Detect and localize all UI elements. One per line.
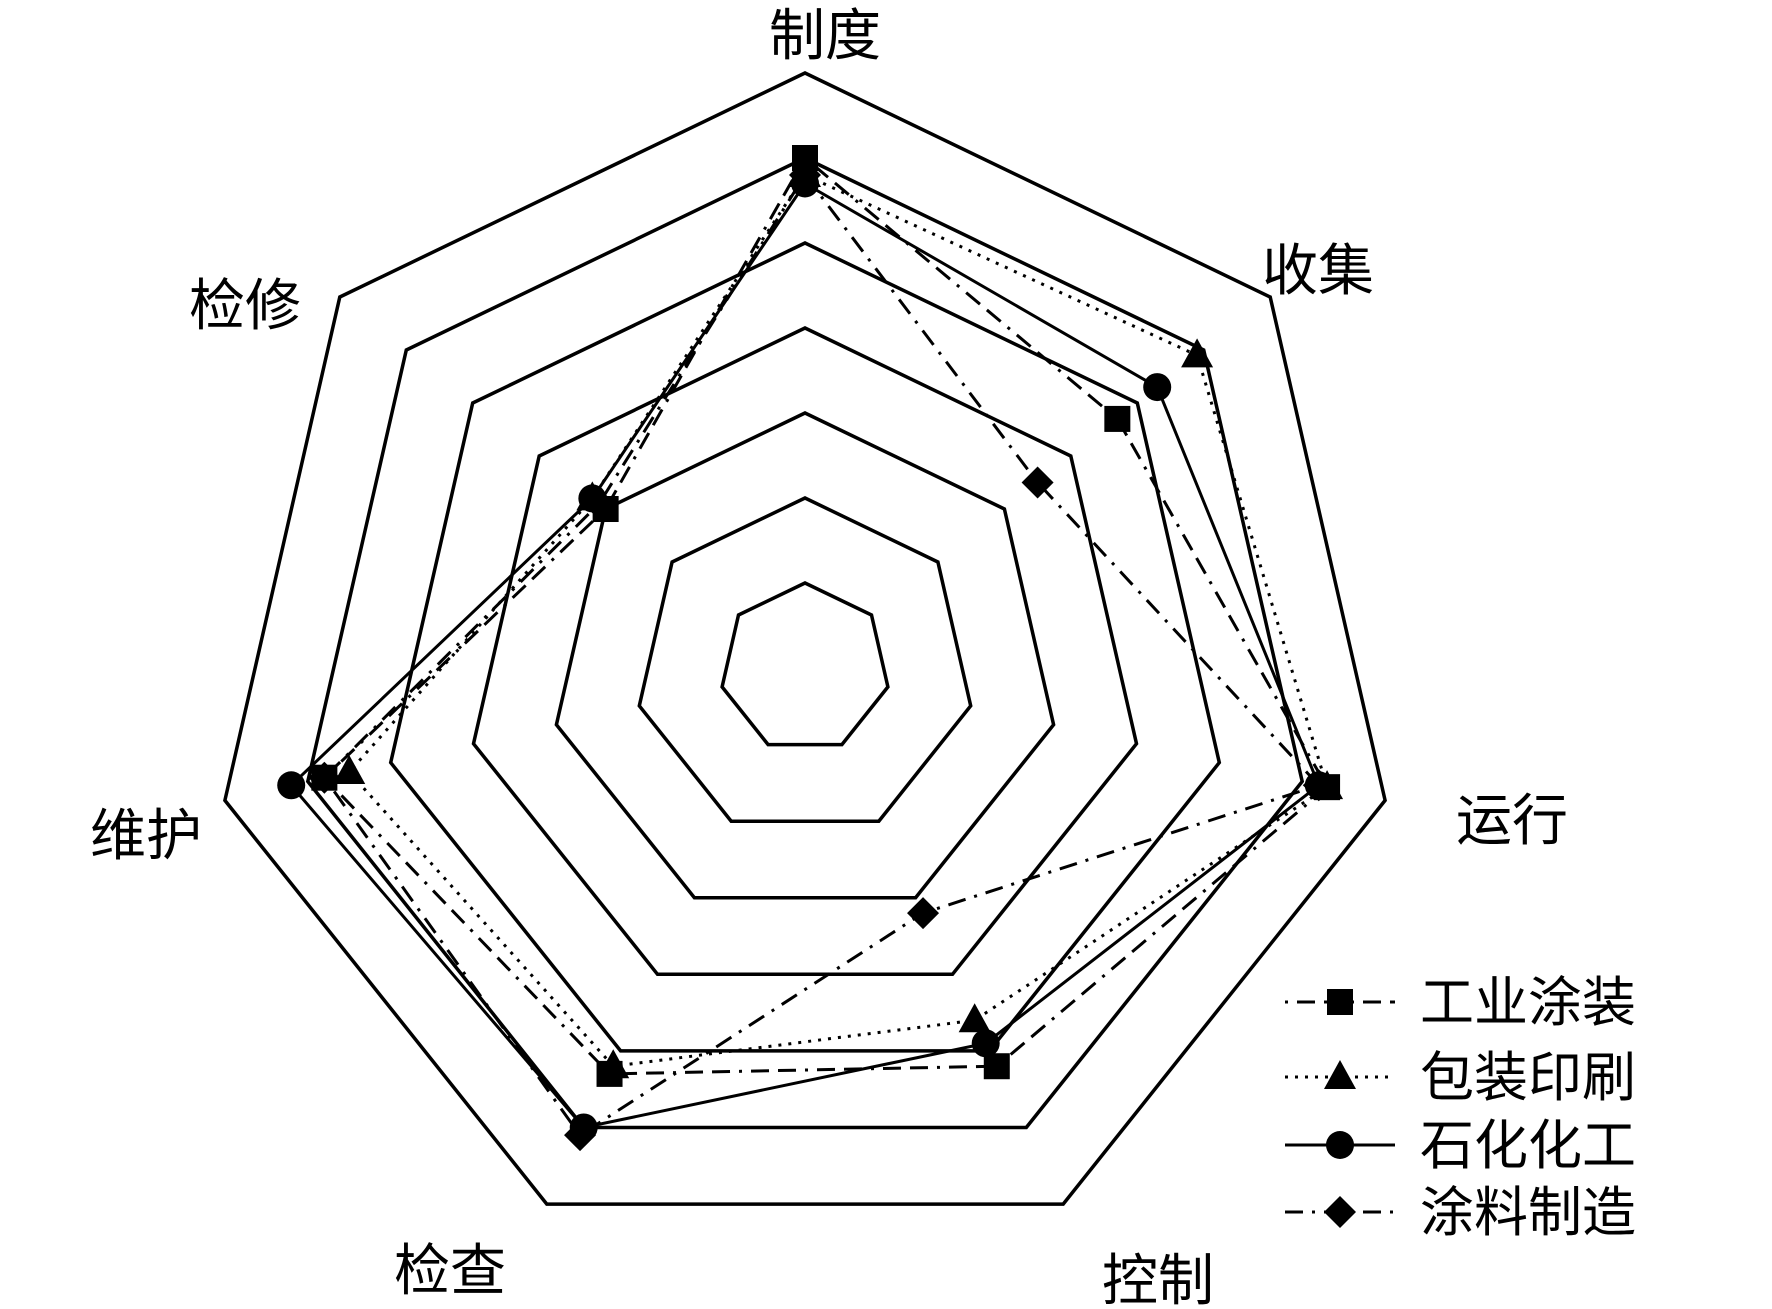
grid-ring-1 [720,581,890,747]
legend-label-1: 工业涂装 [1420,971,1636,1034]
axis-label-5: 检查 [394,1239,506,1304]
legend-label-2: 包装印刷 [1420,1046,1636,1109]
data-point-1-4 [983,1053,1010,1080]
data-point-2-5 [597,1049,630,1079]
series-line-3 [289,181,1321,1130]
data-point-4-3 [1302,769,1335,802]
legend-label-3: 石化化工 [1420,1114,1636,1177]
grid-ring-4 [471,326,1139,977]
series-line-1 [322,155,1330,1076]
axis-label-1: 制度 [769,4,881,69]
axis-label-7: 检修 [189,274,301,339]
data-point-2-4 [958,1003,991,1033]
grid-ring-7 [223,71,1387,1206]
data-point-3-4 [971,1029,1000,1058]
data-point-4-1 [789,159,821,191]
legend-marker-1 [1327,989,1353,1015]
series-line-4 [322,172,1322,1138]
axis-label-2: 收集 [1262,239,1374,304]
data-point-4-7 [582,487,615,520]
legend-marker-2 [1324,1060,1356,1089]
data-point-3-2 [1143,373,1172,402]
data-point-4-6 [308,761,341,794]
data-point-3-6 [277,771,306,800]
grid-ring-6 [305,156,1305,1130]
radar-grid [223,71,1387,1206]
data-point-2-2 [1181,338,1214,368]
data-point-4-4 [907,897,940,930]
grid-ring-3 [554,411,1056,900]
series-lines [289,155,1330,1138]
legend-marker-4 [1324,1196,1356,1228]
series-markers [277,145,1344,1152]
data-point-4-5 [564,1119,597,1152]
axis-label-3: 运行 [1456,789,1568,854]
grid-ring-5 [388,241,1222,1053]
data-point-1-2 [1104,405,1131,432]
axis-label-4: 控制 [1102,1249,1214,1309]
axis-label-6: 维护 [90,804,202,869]
data-point-2-6 [333,755,366,785]
grid-ring-2 [637,496,973,823]
legend-marker-3 [1326,1131,1354,1159]
data-point-4-2 [1021,466,1054,499]
legend-label-4: 涂料制造 [1420,1181,1636,1244]
